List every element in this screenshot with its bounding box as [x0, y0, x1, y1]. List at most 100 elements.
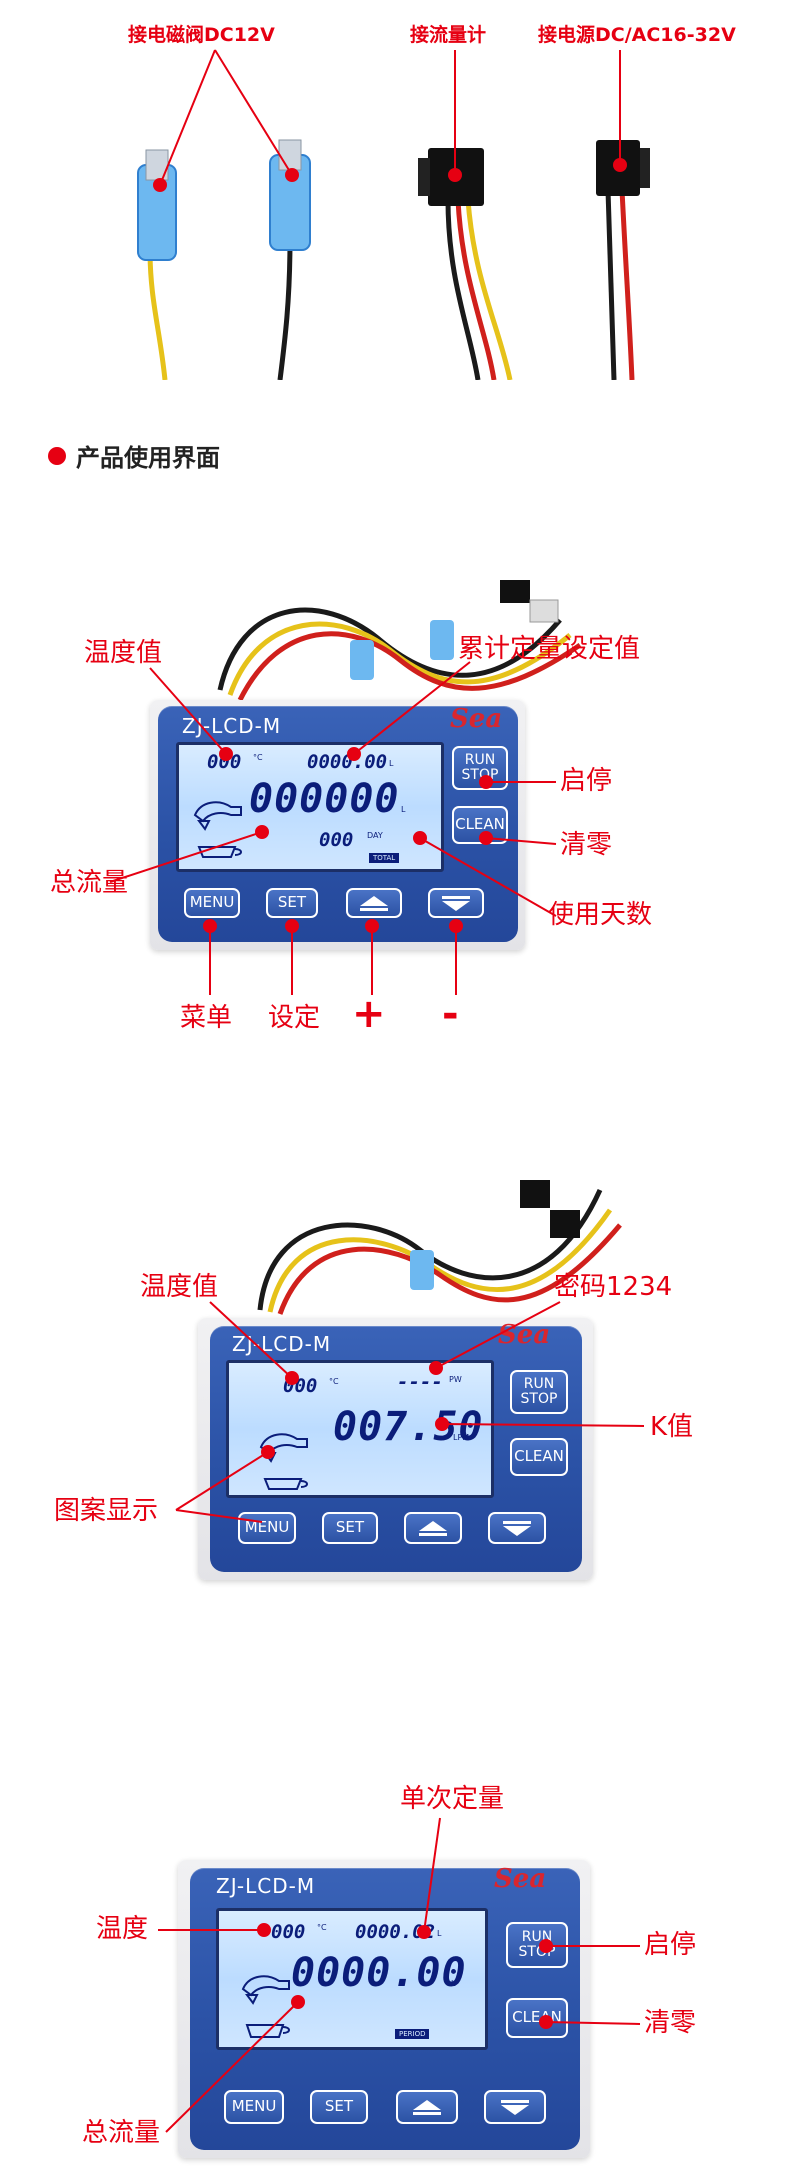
- arrow-up-icon: [419, 1520, 447, 1531]
- brand-logo: Sea: [498, 1320, 551, 1350]
- arrow-up-bar: [413, 2111, 441, 2115]
- callout-run-stop: 启停: [560, 766, 613, 796]
- model-name: ZJ-LCD-M: [216, 1874, 316, 1898]
- arrow-down-icon: [442, 900, 470, 911]
- lcd-temp: 000: [271, 1921, 306, 1943]
- section-header: 产品使用界面: [48, 438, 220, 473]
- callout-temp: 温度值: [84, 638, 163, 668]
- down-button[interactable]: [484, 2090, 546, 2124]
- clean-button[interactable]: CLEAN: [452, 806, 508, 844]
- arrow-down-icon: [501, 2104, 529, 2115]
- callout-password: 密码1234: [554, 1272, 673, 1302]
- device-3: ZJ-LCD-M Sea 000 °C 0000.02 L 0000.00 L …: [0, 1740, 790, 2170]
- set-button[interactable]: SET: [266, 888, 318, 918]
- lcd-total-tag: TOTAL: [369, 853, 400, 863]
- lcd-screen: 000 °C 0000.02 L 0000.00 L PERIOD: [216, 1908, 488, 2050]
- brand-logo: Sea: [450, 704, 503, 734]
- callout-total-flow: 总流量: [82, 2118, 161, 2148]
- device-1: ZJ-LCD-M Sea 000 °C 0000.00 L 000000 L 0…: [0, 570, 790, 1090]
- lcd-temp-unit: °C: [253, 753, 263, 762]
- callout-run-stop: 启停: [644, 1930, 697, 1960]
- arrow-up-icon: [413, 2099, 441, 2110]
- callout-k: K值: [650, 1412, 694, 1442]
- lcd-single: 0000.02: [355, 1921, 436, 1943]
- lcd-screen: 000 °C ---- PW 007.50 LPM: [226, 1360, 494, 1498]
- arrow-down-bar: [442, 895, 470, 899]
- device-2: ZJ-LCD-M Sea 000 °C ---- PW 007.50 LPM R…: [0, 1170, 790, 1640]
- lcd-set-value: 0000.00: [307, 751, 388, 773]
- lcd-days: 000: [319, 829, 354, 851]
- connectors-illustration: [137, 49, 650, 381]
- set-button[interactable]: SET: [322, 1512, 378, 1544]
- callout-minus: -: [442, 991, 459, 1037]
- label-flowmeter: 接流量计: [410, 24, 487, 46]
- callout-days: 使用天数: [548, 900, 653, 930]
- device-1-wires: [217, 580, 582, 702]
- label-valve: 接电磁阀DC12V: [128, 24, 275, 46]
- run-stop-button[interactable]: RUN STOP: [510, 1370, 568, 1414]
- down-button[interactable]: [428, 888, 484, 918]
- connectors-photo: 接电磁阀DC12V 接流量计 接电源DC/AC16-32V: [0, 0, 790, 381]
- callout-clean: 清零: [560, 830, 613, 860]
- faucet-icon: [259, 1433, 308, 1490]
- stop-label: STOP: [520, 1391, 558, 1407]
- lcd-k-unit: LPM: [453, 1433, 470, 1442]
- lcd-total: 000000: [249, 776, 400, 822]
- callout-cumulative-set: 累计定量设定值: [458, 634, 641, 664]
- clean-button[interactable]: CLEAN: [506, 1998, 568, 2038]
- lcd-period-tag: PERIOD: [395, 2029, 430, 2039]
- up-button[interactable]: [396, 2090, 458, 2124]
- run-label: RUN: [521, 1929, 553, 1946]
- callout-temp: 温度: [96, 1914, 149, 1944]
- bullet-dot-icon: [48, 446, 66, 465]
- arrow-up-bar: [360, 907, 388, 911]
- menu-button[interactable]: MENU: [238, 1512, 296, 1544]
- callout-plus: +: [352, 991, 386, 1037]
- lcd-set-unit: L: [389, 759, 394, 768]
- menu-button[interactable]: MENU: [184, 888, 240, 918]
- up-button[interactable]: [346, 888, 402, 918]
- callout-set: 设定: [268, 1003, 321, 1033]
- stop-label: STOP: [461, 767, 499, 783]
- run-stop-button[interactable]: RUN STOP: [452, 746, 508, 790]
- lcd-single-unit: L: [437, 1929, 442, 1938]
- menu-button[interactable]: MENU: [224, 2090, 284, 2124]
- model-name: ZJ-LCD-M: [232, 1332, 332, 1356]
- faucet-icon: [193, 801, 242, 858]
- callout-temp: 温度值: [140, 1272, 219, 1302]
- arrow-up-bar: [419, 1532, 447, 1536]
- device-2-wires: [257, 1180, 622, 1315]
- run-label: RUN: [464, 752, 496, 769]
- arrow-up-icon: [360, 895, 388, 906]
- lcd-temp: 000: [207, 751, 242, 773]
- callout-menu: 菜单: [180, 1003, 233, 1033]
- run-label: RUN: [523, 1376, 555, 1393]
- arrow-down-bar: [503, 1520, 531, 1524]
- faucet-icon: [241, 1975, 290, 2038]
- stop-label: STOP: [518, 1944, 556, 1960]
- lcd-days-unit: DAY: [367, 831, 383, 840]
- lcd-total-unit: L: [451, 1979, 456, 1988]
- lcd-temp: 000: [283, 1375, 318, 1397]
- callout-pattern: 图案显示: [54, 1496, 159, 1526]
- section-title: 产品使用界面: [76, 444, 220, 472]
- clean-button[interactable]: CLEAN: [510, 1438, 568, 1476]
- up-button[interactable]: [404, 1512, 462, 1544]
- callout-single: 单次定量: [400, 1784, 505, 1814]
- lcd-k-value: 007.50: [333, 1404, 484, 1450]
- callout-total-flow: 总流量: [50, 868, 129, 898]
- arrow-down-icon: [503, 1525, 531, 1536]
- down-button[interactable]: [488, 1512, 546, 1544]
- callout-clean: 清零: [644, 2008, 697, 2038]
- set-button[interactable]: SET: [310, 2090, 368, 2124]
- arrow-down-bar: [501, 2099, 529, 2103]
- brand-logo: Sea: [494, 1864, 547, 1894]
- run-stop-button[interactable]: RUN STOP: [506, 1922, 568, 1968]
- label-power: 接电源DC/AC16-32V: [538, 24, 736, 46]
- lcd-screen: 000 °C 0000.00 L 000000 L 000 DAY TOTAL: [176, 742, 444, 872]
- lcd-pw-unit: PW: [449, 1375, 462, 1384]
- lcd-total-unit: L: [401, 805, 406, 814]
- lcd-temp-unit: °C: [329, 1377, 339, 1386]
- lcd-temp-unit: °C: [317, 1923, 327, 1932]
- lcd-total: 0000.00: [291, 1950, 467, 1996]
